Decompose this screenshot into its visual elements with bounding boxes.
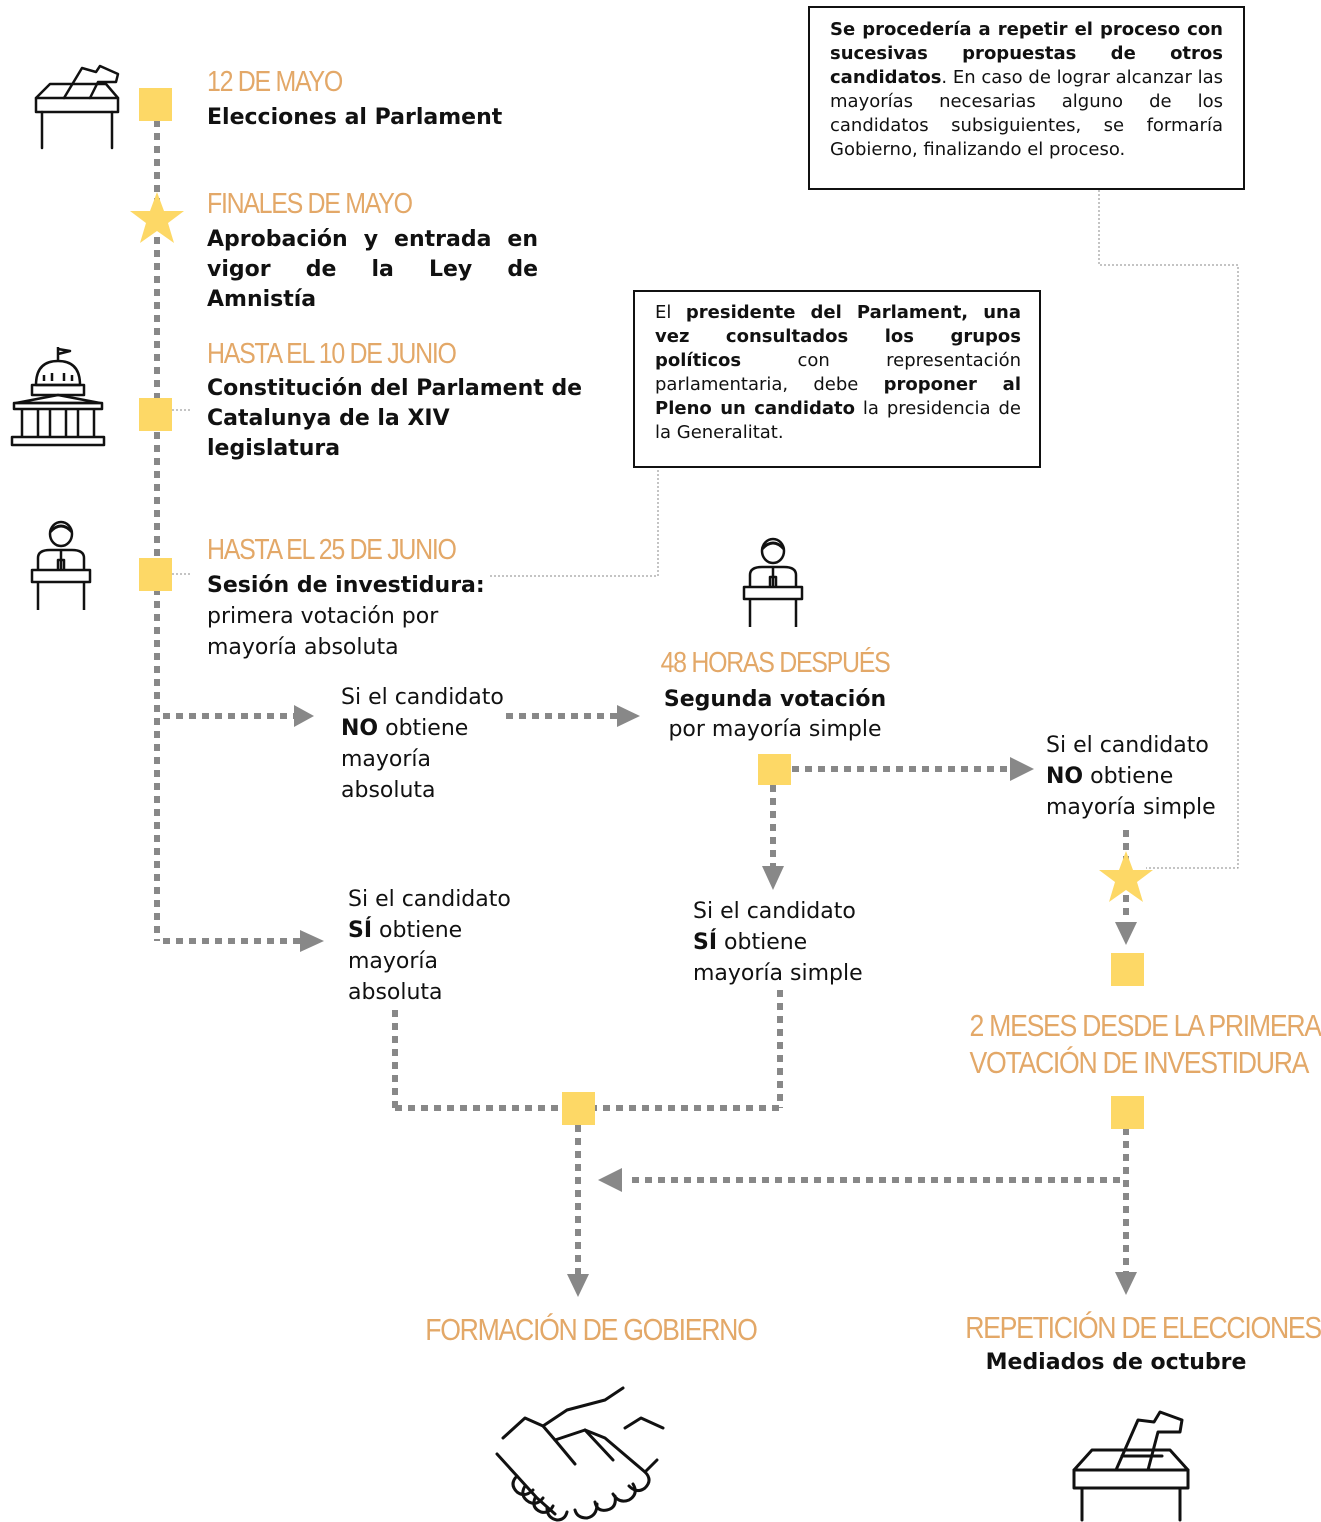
- branch-yes-absolute-post: obtiene: [372, 918, 463, 943]
- note-candidate-b2: proponer al Pleno un candidato: [655, 374, 1021, 419]
- note-candidate-leader: [490, 470, 659, 577]
- outcome-government: FORMACIÓN DE GOBIERNO: [425, 1312, 758, 1347]
- speaker-podium-icon-second-vote: [742, 537, 804, 627]
- two-months-line2: VOTACIÓN DE INVESTIDURA: [969, 1045, 1310, 1080]
- note-candidate-t3: la presidencia de la Generalitat.: [655, 398, 1021, 443]
- note-repeat-t1: . En caso de lograr alcanzar las mayoría…: [830, 67, 1223, 160]
- second-vote-detail: por mayoría simple: [668, 717, 882, 742]
- event-elections: Elecciones al Parlament: [207, 105, 503, 130]
- branch-no-simple-post: obtiene: [1083, 764, 1174, 789]
- marker-june25: [139, 558, 172, 591]
- note-repeat-process: Se procedería a repetir el proceso con s…: [808, 6, 1245, 190]
- note-repeat-b1: Se procedería a repetir el proceso con s…: [830, 19, 1223, 88]
- arrow-down-repeat: [1115, 1272, 1137, 1295]
- note-candidate-t1: El: [655, 302, 686, 323]
- date-may12: 12 DE MAYO: [207, 66, 343, 98]
- event-investiture-detail: primera votación por mayoría absoluta: [207, 604, 439, 660]
- marker-two-months-bottom: [1111, 1096, 1144, 1129]
- speaker-podium-icon: [30, 520, 92, 610]
- star-no-simple: [1099, 851, 1153, 902]
- date-end-may: FINALES DE MAYO: [207, 188, 413, 220]
- arrow-down-yes-simple: [762, 866, 784, 890]
- branch-no-absolute-line3: mayoría: [341, 747, 432, 772]
- parliament-building-icon: [10, 347, 106, 447]
- event-investiture-session: Sesión de investidura:: [207, 573, 485, 598]
- note-repeat-leader: [1098, 190, 1239, 869]
- branch-no-simple-line3: mayoría simple: [1046, 795, 1216, 820]
- branch-no-absolute-strong: NO: [341, 716, 379, 741]
- arrow-right-no-simple: [1010, 757, 1034, 781]
- outcome-repeat-date: Mediados de octubre: [985, 1350, 1247, 1375]
- note-candidate-proposal: El presidente del Parlament, una vez con…: [633, 290, 1041, 468]
- branch-yes-simple-line3: mayoría simple: [693, 961, 863, 986]
- branch-no-absolute-line1: Si el candidato: [341, 685, 504, 710]
- date-june10: HASTA EL 10 DE JUNIO: [207, 338, 457, 370]
- branch-yes-absolute-line3: mayoría: [348, 949, 439, 974]
- branch-yes-simple-post: obtiene: [717, 930, 808, 955]
- branch-no-simple-line1: Si el candidato: [1046, 733, 1209, 758]
- marker-merge: [562, 1092, 595, 1125]
- branch-no-simple-strong: NO: [1046, 764, 1084, 789]
- branch-yes-absolute-line1: Si el candidato: [348, 887, 511, 912]
- branch-no-simple: Si el candidato NO obtiene mayoría simpl…: [1046, 730, 1216, 823]
- arrow-down-to-two-months: [1115, 922, 1137, 945]
- branch-yes-absolute: Si el candidato SÍ obtiene mayoría absol…: [348, 884, 511, 1008]
- date-june25: HASTA EL 25 DE JUNIO: [207, 534, 457, 566]
- arrow-right-second-vote: [617, 705, 640, 727]
- event-amnesty-law: Aprobación y entrada en vigor de la Ley …: [207, 227, 538, 312]
- arrow-down-government: [567, 1274, 589, 1297]
- arrow-right-no-absolute: [294, 705, 314, 727]
- branch-no-absolute: Si el candidato NO obtiene mayoría absol…: [341, 682, 504, 806]
- event-parliament-constitution: Constitución del Parlament de Catalunya …: [207, 376, 583, 461]
- ballot-box-icon: [34, 64, 120, 150]
- marker-second-vote: [758, 754, 791, 785]
- branch-yes-simple-strong: SÍ: [693, 930, 718, 955]
- arrow-right-yes-absolute: [300, 930, 324, 952]
- branch-no-absolute-line4: absoluta: [341, 778, 436, 803]
- branch-yes-absolute-line4: absoluta: [348, 980, 443, 1005]
- marker-june10: [139, 398, 172, 431]
- flow-diagram: [130, 88, 1239, 1297]
- branch-yes-simple: Si el candidato SÍ obtiene mayoría simpl…: [693, 896, 863, 989]
- handshake-icon: [495, 1386, 665, 1522]
- marker-may12: [139, 88, 172, 121]
- second-vote-title: Segunda votación: [663, 687, 887, 712]
- branch-yes-simple-line1: Si el candidato: [693, 899, 856, 924]
- note-candidate-b1: presidente del Parlament, una vez consul…: [655, 302, 1021, 371]
- ballot-box-icon-repeat: [1072, 1410, 1190, 1522]
- arrow-left-to-government: [598, 1168, 622, 1192]
- marker-two-months-top: [1111, 953, 1144, 986]
- two-months-line1: 2 MESES DESDE LA PRIMERA: [969, 1008, 1321, 1043]
- date-second-vote: 48 HORAS DESPUÉS: [660, 647, 891, 679]
- branch-no-absolute-post: obtiene: [378, 716, 469, 741]
- star-end-may: [130, 192, 184, 243]
- note-candidate-t2: con representación parlamentaria, debe: [655, 350, 1021, 395]
- outcome-repeat-elections: REPETICIÓN DE ELECCIONES: [965, 1310, 1321, 1345]
- branch-yes-absolute-strong: SÍ: [348, 918, 373, 943]
